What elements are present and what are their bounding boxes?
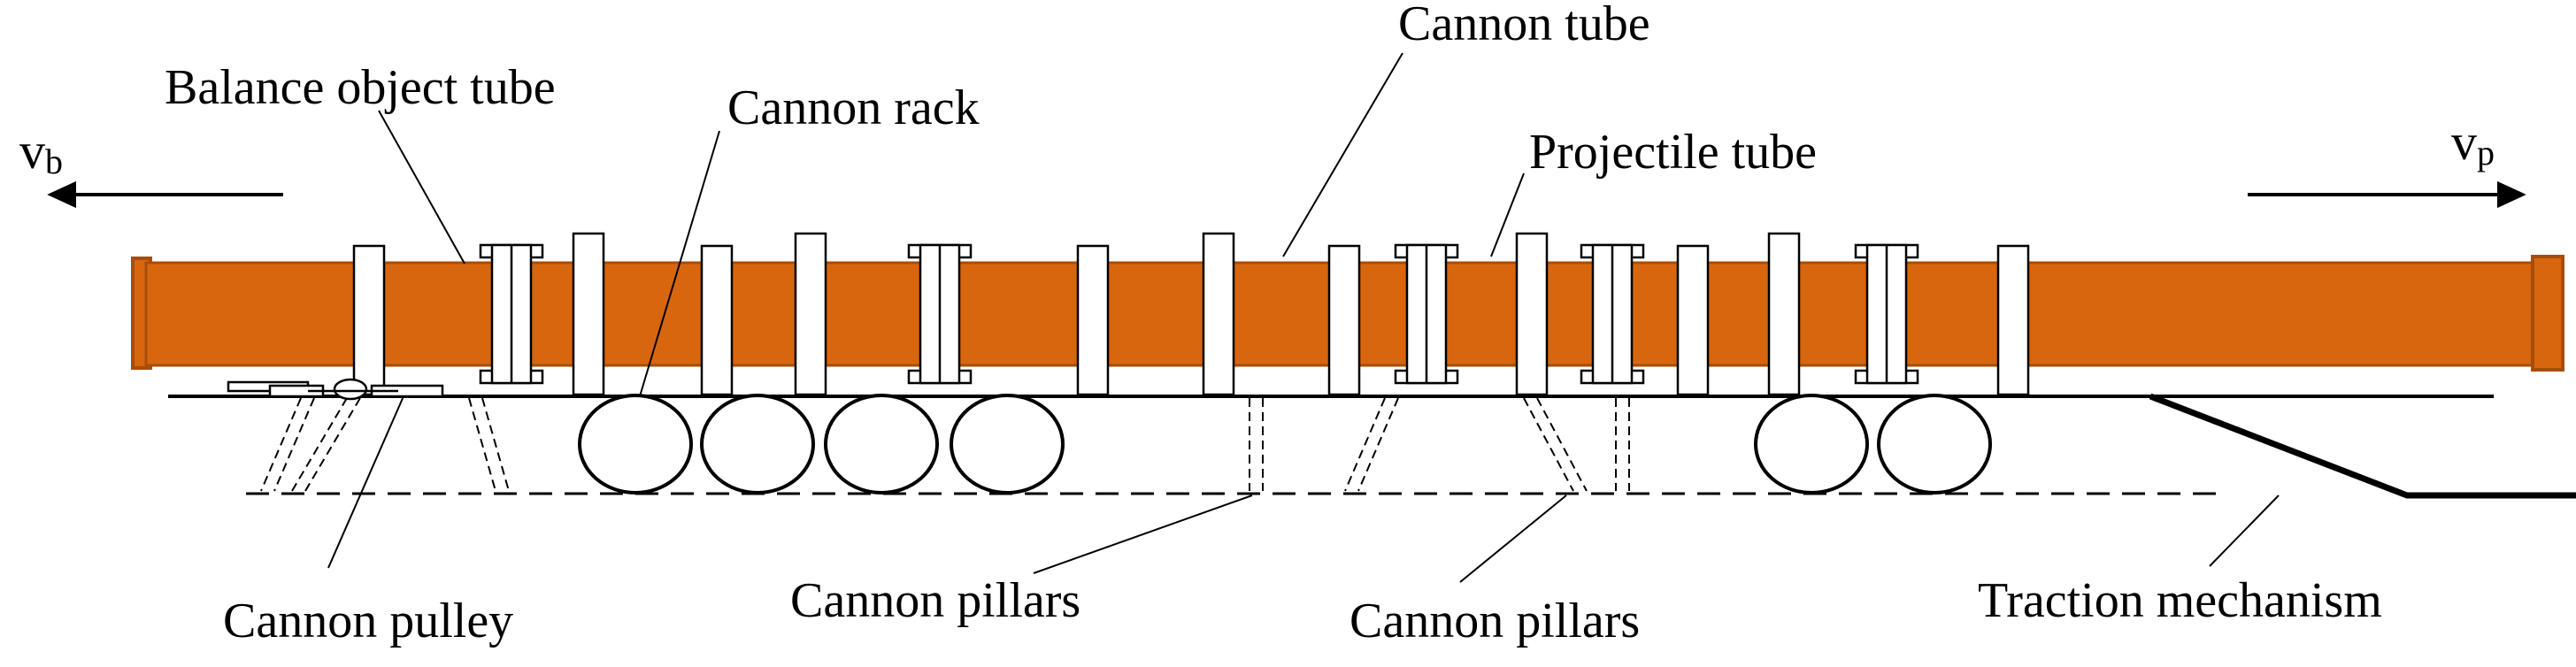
vp-sub: p [2477, 133, 2495, 172]
tube-clamps [479, 243, 1919, 385]
rack-post [1515, 232, 1549, 396]
leader-balance-tube [378, 110, 465, 264]
traction-mechanism-line [2149, 393, 2576, 499]
leader-cannon-tube [1282, 52, 1403, 257]
leader-traction [2209, 494, 2280, 567]
label-projectile-tube: Projectile tube [1529, 125, 1817, 180]
clamp [1394, 243, 1459, 385]
rack-post [700, 244, 734, 396]
label-cannon-rack: Cannon rack [727, 80, 980, 135]
wheel [1754, 394, 1869, 494]
clamp [1854, 243, 1919, 385]
rack-post [794, 232, 827, 396]
leader-projectile-tube [1490, 172, 1525, 257]
label-vb: vb [19, 122, 63, 181]
rack-post [572, 232, 605, 396]
rack-post [1676, 244, 1710, 396]
wheel [824, 394, 939, 494]
rack-post [1996, 244, 2030, 396]
tube-right-cap [2531, 255, 2564, 372]
vb-sub: b [45, 142, 63, 181]
wheel [700, 394, 815, 494]
vb-arrowhead [47, 180, 76, 209]
vp-arrowhead [2497, 180, 2526, 209]
rack-post [1327, 244, 1361, 396]
leader-pillars-right [1459, 494, 1567, 583]
cannon-pillars [260, 397, 1630, 492]
vb-main: v [19, 122, 45, 180]
vp-main: v [2451, 113, 2477, 171]
velocity-arrows [47, 180, 2526, 209]
clamp [907, 243, 973, 385]
leader-pillars-left [1033, 494, 1253, 574]
cannon-pulley [227, 378, 444, 401]
label-balance-object-tube: Balance object tube [165, 60, 556, 115]
clamp [479, 243, 544, 385]
label-cannon-pillars-right: Cannon pillars [1350, 594, 1640, 648]
label-cannon-pillars-left: Cannon pillars [790, 573, 1080, 628]
leader-lines [327, 52, 2280, 583]
rack-post [1076, 244, 1110, 396]
rack-posts [352, 232, 2030, 396]
rack-post [1202, 232, 1235, 396]
leader-cannon-pulley [327, 395, 404, 569]
label-cannon-pulley: Cannon pulley [223, 594, 513, 648]
rack-post [1767, 232, 1801, 396]
wheel [1877, 394, 1992, 494]
label-cannon-tube: Cannon tube [1398, 0, 1650, 51]
label-traction-mechanism: Traction mechanism [1978, 573, 2382, 628]
wheel [950, 394, 1065, 494]
wheel [578, 394, 693, 494]
leader-cannon-rack [639, 130, 720, 397]
rack-post [352, 244, 386, 396]
label-vp: vp [2451, 113, 2495, 172]
clamp [1580, 243, 1645, 385]
wheels [578, 394, 1992, 494]
